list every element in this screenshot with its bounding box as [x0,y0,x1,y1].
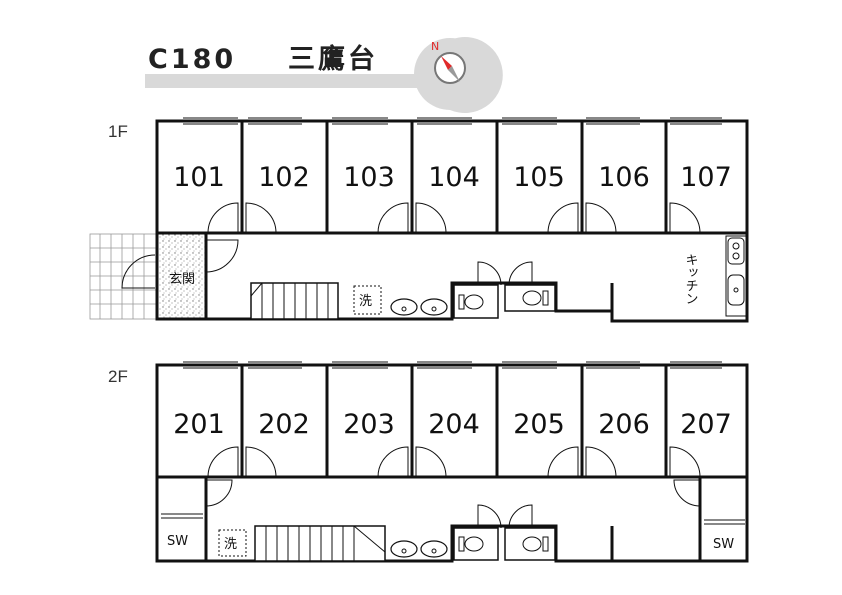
laundry-label-1f: 洗 [359,294,372,309]
room-number-202: 202 [258,409,310,440]
washer-spot-2f [218,529,247,557]
corridor-1f [155,233,749,323]
room-row-2f [155,363,749,479]
sw-label-left: SW [167,534,188,549]
toilet-icon [453,261,556,319]
room-number-206: 206 [598,409,650,440]
kitchen-stove-icon [725,235,747,317]
sink-icon [390,298,448,316]
room-number-106: 106 [598,162,650,193]
floor-label-1f: 1F [108,122,128,141]
building-name: 三鷹台 [288,43,378,75]
sink-icon [390,540,448,558]
room-number-207: 207 [680,409,732,440]
toilet-icon [453,504,556,561]
washer-spot-1f [353,285,382,315]
building-code: C180 [148,44,236,75]
doors-1f [121,202,701,289]
windows-1f [183,117,722,125]
room-number-107: 107 [680,162,732,193]
doors-2f [205,446,701,507]
title-bar [145,74,450,88]
room-number-203: 203 [343,409,395,440]
entrance-label: 玄関 [169,272,195,287]
room-number-104: 104 [428,162,480,193]
room-number-201: 201 [173,409,225,440]
staircase-1f [250,282,339,320]
sw-label-right: SW [713,537,734,552]
entrance-steps [89,233,157,320]
entrance-floor [158,234,206,318]
staircase-2f [254,525,386,562]
kitchen-label: キッチン [683,253,698,305]
floor-label-2f: 2F [108,367,128,386]
header: C180 三鷹台 N [145,36,503,114]
room-number-103: 103 [343,162,395,193]
room-row-1f [155,119,749,235]
room-number-101: 101 [173,162,225,193]
windows-2f [183,361,722,369]
floor-2: 洗 SW SW 201 202 203 [155,361,749,563]
floor-1: 洗 キッチン 玄関 [89,117,749,323]
room-number-102: 102 [258,162,310,193]
laundry-label-2f: 洗 [224,537,237,552]
compass-north-label: N [431,40,439,53]
compass-icon: N [431,40,466,84]
room-number-204: 204 [428,409,480,440]
sw-cabinet-left [161,513,203,519]
sw-cabinet-right [704,519,745,525]
room-number-205: 205 [513,409,565,440]
room-number-105: 105 [513,162,565,193]
